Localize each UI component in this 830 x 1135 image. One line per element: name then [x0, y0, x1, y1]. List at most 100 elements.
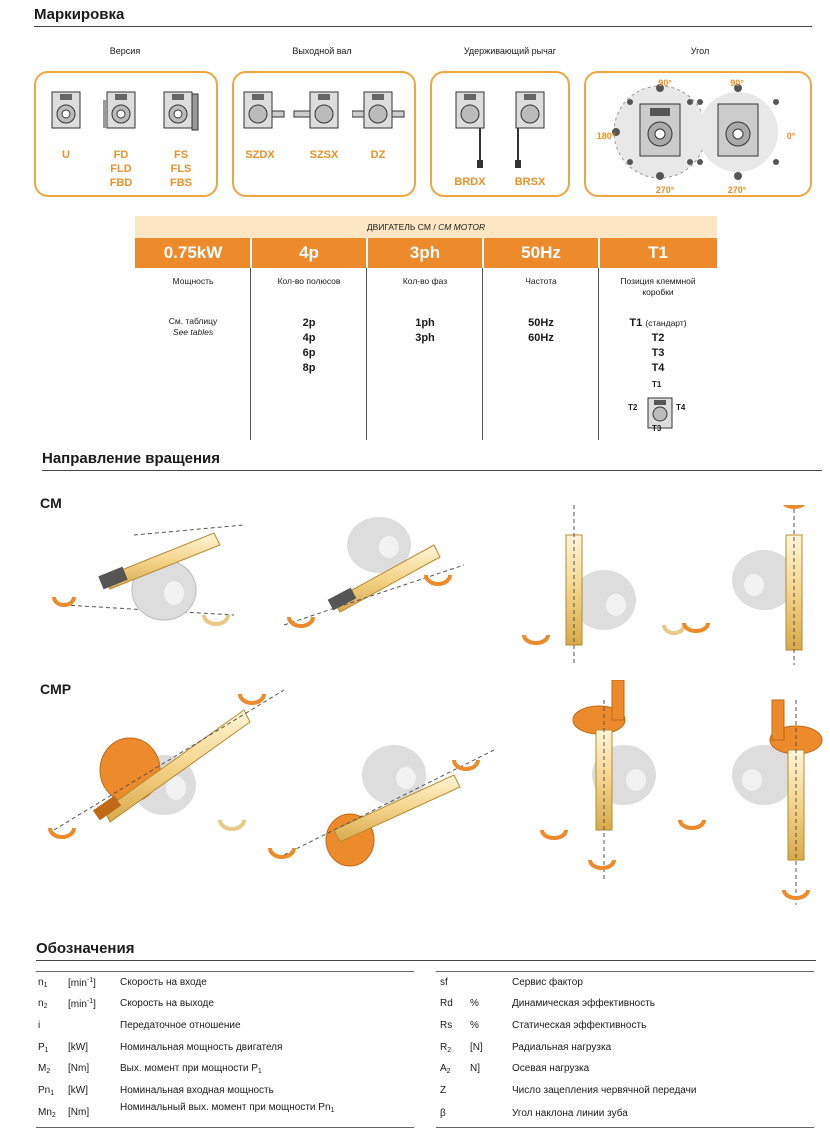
legend-unit: %: [470, 998, 479, 1009]
phase-value: 1ph: [415, 317, 435, 329]
legend-symbol-sub: 2: [51, 1112, 56, 1119]
legend-unit: [min-1]: [68, 998, 96, 1010]
rotation-rule: [42, 470, 822, 471]
label-power: Мощность: [172, 276, 214, 286]
code-poles: 4p: [299, 243, 319, 262]
legend-unit-sup: -1: [86, 977, 94, 984]
legend-symbol: Pn: [38, 1085, 51, 1096]
legend-row-n2: n2: [38, 998, 47, 1010]
legend-unit-end: ]: [93, 999, 96, 1010]
legend-symbol: Mn: [38, 1107, 52, 1118]
shaft-szsx-icon: [293, 91, 339, 129]
freq-value: 60Hz: [528, 332, 554, 344]
arm-brdx-icon: [455, 91, 485, 168]
code-terminal: T1: [648, 243, 668, 262]
cmp-label: CMP: [40, 681, 72, 697]
column-divider: [366, 268, 367, 440]
legend-symbol: R: [440, 1042, 448, 1053]
power-note-en: See tables: [172, 327, 214, 337]
legend-desc-sub: 1: [257, 1068, 262, 1075]
legend-desc: Динамическая эффективность: [512, 998, 655, 1009]
terminal-value: T4: [651, 362, 665, 374]
terminal-diagram-t1: T1: [652, 380, 662, 389]
column-divider: [250, 268, 251, 440]
phase-value: 3ph: [415, 332, 435, 344]
legend-row-n1: n1: [38, 977, 47, 989]
terminal-list: T1 (стандарт) T2 T3 T4: [599, 316, 717, 376]
legend-row-pn1: Pn1: [38, 1085, 54, 1097]
legend-symbol-sub: 2: [446, 1068, 451, 1075]
caption-version: Версия: [109, 46, 141, 56]
label-fd: FD FLD FBD: [109, 149, 133, 189]
caption-output-shaft: Выходной вал: [292, 46, 352, 56]
cm-rotation-diagrams-icon: [52, 505, 806, 665]
cmp-rotation-diagrams-icon: [48, 680, 823, 905]
shaft-dz-icon: [352, 91, 405, 129]
legend-unit-sup: -1: [86, 998, 94, 1005]
legend-unit: [Nm]: [68, 1107, 90, 1118]
terminal-diagram-t4: T4: [676, 403, 686, 412]
legend-row-p1: P1: [38, 1042, 49, 1054]
angle-diagram-icon: [612, 84, 779, 180]
label-poles: Кол-во полюсов: [277, 276, 341, 286]
legend-unit: [kW]: [68, 1042, 88, 1053]
label-brdx: BRDX: [454, 176, 486, 188]
legend-unit: [kW]: [68, 1085, 88, 1096]
angle-90-right: 90°: [730, 78, 744, 88]
label-brsx: BRSX: [514, 176, 546, 188]
phases-list: 1ph 3ph: [367, 316, 483, 346]
terminal-t1-note: (стандарт): [645, 318, 687, 328]
legend-row-m2: M2: [38, 1063, 50, 1075]
torque-arm-panel: [430, 71, 570, 197]
gearbox-u-icon: [51, 91, 81, 129]
legend-desc: Угол наклона линии зуба: [512, 1108, 628, 1119]
legend-symbol: n: [38, 977, 44, 988]
label-dz: DZ: [370, 149, 386, 161]
terminal-value: T2: [651, 332, 665, 344]
label-szdx: SZDX: [245, 149, 275, 161]
pole-value: 6p: [302, 347, 316, 359]
legend-desc: Число зацепления червячной передачи: [512, 1085, 697, 1096]
legend-title: Обозначения: [36, 940, 135, 957]
pole-value: 2p: [302, 317, 316, 329]
code-frequency: 50Hz: [521, 243, 561, 262]
legend-left-rule: [36, 971, 414, 972]
column-divider: [482, 268, 483, 440]
legend-desc: Сервис фактор: [512, 977, 583, 988]
code-power: 0.75kW: [163, 243, 223, 262]
legend-desc: Статическая эффективность: [512, 1020, 647, 1031]
legend-symbol-sub: 1: [44, 1047, 49, 1054]
legend-symbol: M: [38, 1063, 47, 1074]
legend-symbol: Z: [440, 1085, 447, 1096]
legend-unit-text: [min: [68, 978, 87, 989]
legend-symbol: Rd: [440, 998, 453, 1009]
terminal-value: T3: [651, 347, 665, 359]
legend-symbol-sub: 2: [447, 1047, 452, 1054]
column-divider: [598, 268, 599, 440]
angle-270-right: 270°: [727, 185, 747, 195]
legend-desc-mn2: Номинальный вых. момент при мощности Pn1: [120, 1102, 334, 1114]
legend-desc: Радиальная нагрузка: [512, 1042, 612, 1053]
angle-180: 180°: [596, 131, 616, 141]
legend-unit-end: ]: [93, 978, 96, 989]
caption-torque-arm: Удерживающий рычаг: [463, 46, 557, 56]
angle-90-left: 90°: [658, 78, 672, 88]
legend-unit: [N]: [470, 1042, 483, 1053]
power-note-ru: См. таблицу: [168, 316, 218, 326]
gearbox-fd-icon: [103, 91, 136, 129]
terminal-t1: T1: [629, 317, 643, 329]
legend-symbol: i: [38, 1020, 41, 1031]
label-fs: FS FLS FBS: [170, 149, 192, 189]
legend-symbol: sf: [440, 977, 448, 988]
rotation-title: Направление вращения: [42, 450, 220, 467]
label-szsx: SZSX: [309, 149, 339, 161]
cm-label: CM: [40, 495, 62, 511]
motor-header-italic: CM MOTOR: [438, 222, 486, 232]
legend-unit: [Nm]: [68, 1063, 90, 1074]
legend-symbol-sub: 2: [46, 1068, 51, 1075]
terminal-value-t1: T1 (стандарт): [599, 316, 717, 331]
pole-value: 4p: [302, 332, 316, 344]
legend-desc: Осевая нагрузка: [512, 1063, 590, 1074]
legend-symbol: P: [38, 1042, 45, 1053]
legend-unit: %: [470, 1020, 479, 1031]
